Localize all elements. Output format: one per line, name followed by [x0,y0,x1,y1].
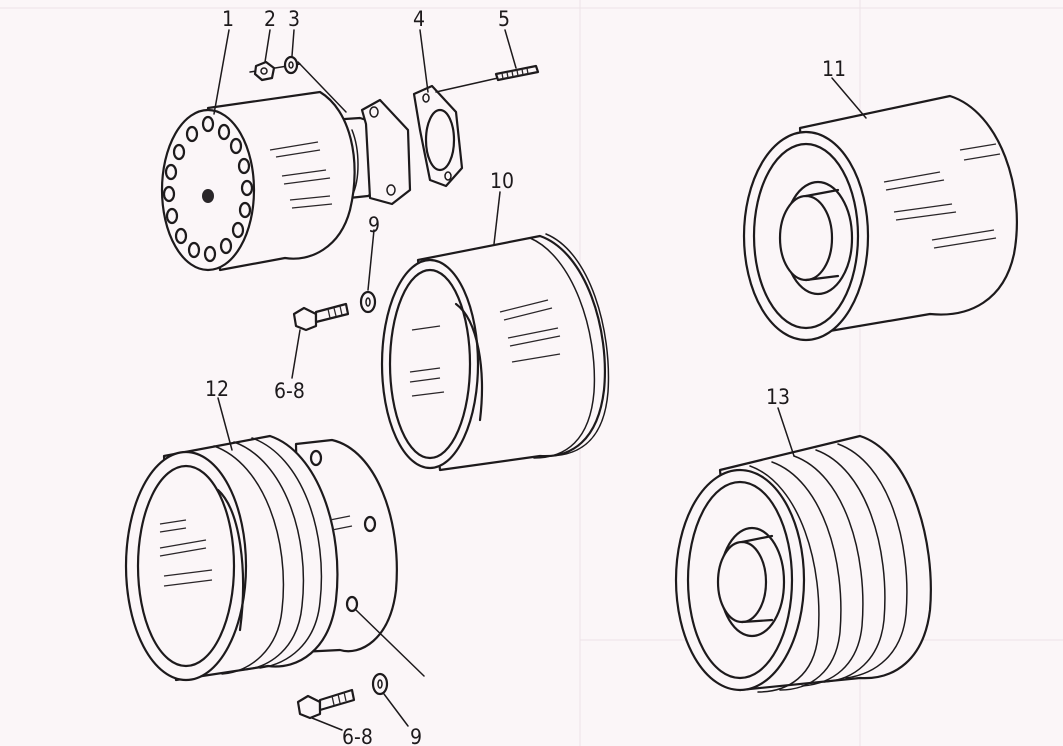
label-4: 4 [413,7,425,31]
label-1: 1 [222,7,234,31]
part-6-8-bolt-lower [296,609,425,731]
part-5-stud [494,64,540,82]
label-12: 12 [205,377,229,401]
part-13-multi-groove-pulley [674,434,932,693]
leader-lines [213,29,867,457]
label-6-8-upper: 6-8 [274,379,305,403]
part-1-perforated-drum [160,90,412,272]
part-12-grooved-pulley [124,434,398,682]
part-9-washer-lower [371,672,409,727]
label-9-upper: 9 [368,213,380,237]
part-3-washer [283,55,347,113]
part-4-gasket [412,77,499,188]
part-2-nut [249,60,301,82]
callout-labels: 1 2 3 4 5 10 9 6-8 11 12 13 6-8 9 [205,7,846,746]
part-11-hub-drum [742,94,1018,342]
label-13: 13 [766,385,790,409]
label-11: 11 [822,57,846,81]
part-10-sleeve [380,233,610,472]
label-2: 2 [264,7,276,31]
label-9-lower: 9 [410,725,422,746]
part-9-washer-upper [359,229,377,314]
label-10: 10 [490,169,514,193]
label-5: 5 [498,7,510,31]
label-3: 3 [288,7,300,31]
label-6-8-lower: 6-8 [342,725,373,746]
part-6-8-bolt-upper [291,302,350,379]
